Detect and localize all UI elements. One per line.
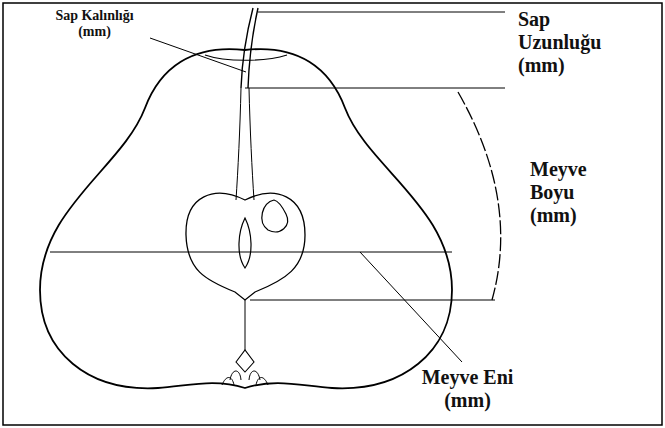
fruit-width-label: Meyve Eni (mm) — [400, 366, 535, 412]
fruit-length-label: Meyve Boyu (mm) — [530, 158, 615, 227]
stem-length-label: Sap Uzunluğu (mm) — [518, 8, 623, 77]
stem-thickness-label: Sap Kalınlığı (mm) — [42, 8, 147, 40]
